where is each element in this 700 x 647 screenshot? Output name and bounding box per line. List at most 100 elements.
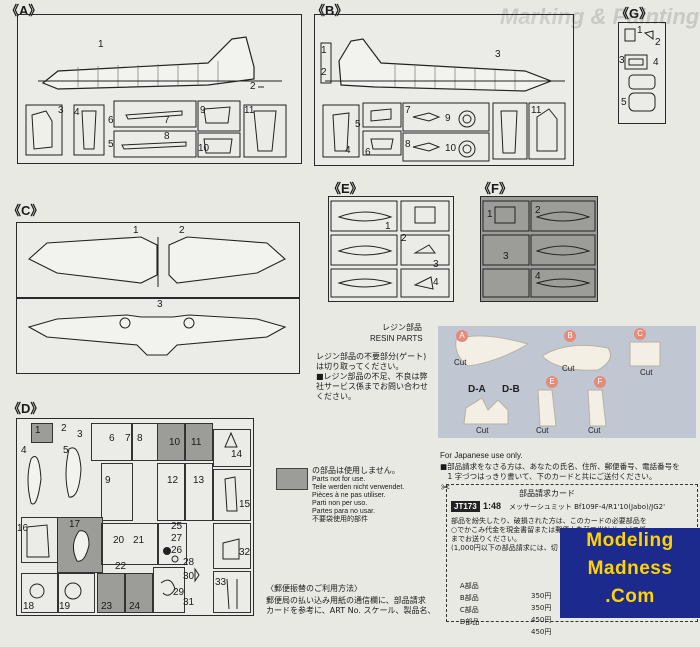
resin-note: レジン部品の不要部分(ゲート) は切り取ってください。 ■レジン部品の不足、不良… xyxy=(316,352,428,401)
part-num-d24: 24 xyxy=(129,601,141,612)
section-label-d: 《D》 xyxy=(8,401,44,416)
part-num-b4: 4 xyxy=(345,145,351,156)
modeling-madness-logo: Modeling Madness .Com xyxy=(560,528,700,618)
logo-line-2: Madness xyxy=(587,558,673,579)
part-num-a4: 4 xyxy=(74,107,80,118)
part-num-d16: 16 xyxy=(17,523,29,534)
unused-swatch xyxy=(276,468,308,490)
part-num-b1: 1 xyxy=(321,45,327,56)
price-value-a: 350円 xyxy=(531,592,552,600)
unused-legend-line-5: Partes para no usar. xyxy=(312,508,376,515)
part-num-d21: 21 xyxy=(133,535,145,546)
part-num-d18: 18 xyxy=(23,601,35,612)
grid-cell-d22 xyxy=(101,523,159,565)
resin-cut-d: Cut xyxy=(476,426,489,435)
part-num-a11: 11 xyxy=(244,105,255,116)
wing-upper-drawing xyxy=(28,236,286,287)
part-num-a2: 2 xyxy=(250,81,256,92)
part-num-f3: 3 xyxy=(503,251,509,262)
card-body: 部品を紛失したり、破損された方は、このカードの必要部品を ○でかこみ代金を現金書… xyxy=(451,517,647,552)
grid-cell-d25 xyxy=(157,523,187,565)
grid-cell-d29 xyxy=(153,567,185,613)
part-num-d22: 22 xyxy=(115,561,127,572)
section-label-g: 《G》 xyxy=(616,6,653,21)
small-parts-drawing xyxy=(26,431,240,610)
part-num-e2: 2 xyxy=(401,233,407,244)
part-num-d4: 4 xyxy=(21,445,27,456)
part-num-d1: 1 xyxy=(35,425,41,436)
part-num-d3: 3 xyxy=(77,429,83,440)
grid-cell-d32 xyxy=(213,523,251,569)
fuselage-left-drawing xyxy=(25,36,287,158)
resin-part-e: E xyxy=(546,376,558,388)
grid-cell-d9 xyxy=(101,463,133,521)
resin-parts-drawing xyxy=(455,335,661,427)
price-part-d: D部品 xyxy=(459,618,480,626)
part-num-b10: 10 xyxy=(445,143,457,154)
resin-cut-e: Cut xyxy=(536,426,549,435)
resin-cut-b: Cut xyxy=(562,364,575,373)
resin-cut-f: Cut xyxy=(588,426,601,435)
resin-part-a: A xyxy=(456,330,468,342)
part-num-a5: 5 xyxy=(108,139,114,150)
part-num-g1: 1 xyxy=(637,25,643,36)
sprue-frame-b: 1 2 3 4 5 6 7 8 9 10 11 xyxy=(314,14,574,166)
part-num-b9: 9 xyxy=(445,113,451,124)
price-row-b: B部品 350円 xyxy=(451,583,563,623)
part-num-d6: 6 xyxy=(109,433,115,444)
unused-legend-line-1: Parts not for use. xyxy=(312,476,366,483)
wing-lower-drawing xyxy=(27,314,287,356)
drop-tank-drawing xyxy=(330,200,450,298)
part-num-d9: 9 xyxy=(105,475,111,486)
resin-title-jp: レジン部品 xyxy=(382,323,422,332)
clear-parts-drawing xyxy=(624,28,656,112)
part-num-g3: 3 xyxy=(619,55,625,66)
part-num-c2: 2 xyxy=(179,225,185,236)
grid-cell-d33 xyxy=(213,571,251,613)
grid-cell-d1 xyxy=(31,423,53,443)
part-num-c3: 3 xyxy=(157,299,163,310)
section-label-c: 《C》 xyxy=(8,203,44,218)
unused-parts-drawing xyxy=(482,200,596,298)
unused-legend-line-4: Parti non per uso. xyxy=(312,500,368,507)
resin-title-en: RESIN PARTS xyxy=(370,334,423,343)
japan-only-note: For Japanese use only. xyxy=(440,451,523,460)
grid-cell-d18 xyxy=(21,573,59,613)
part-num-d2: 2 xyxy=(61,423,67,434)
part-num-d13: 13 xyxy=(193,475,205,486)
part-num-b8: 8 xyxy=(405,139,411,150)
request-intro: ■部品請求をなさる方は、あなたの氏名、住所、郵便番号、電話番号を 1 字づつはっ… xyxy=(440,462,680,481)
resin-label-db: D-B xyxy=(502,384,520,395)
section-label-f: 《F》 xyxy=(478,181,512,196)
part-num-d27: 27 xyxy=(171,533,183,544)
postal-heading: 〈郵便振替のご利用方法〉 xyxy=(266,584,362,593)
price-row-d: D部品 450円 xyxy=(451,607,563,647)
part-num-f2: 2 xyxy=(535,205,541,216)
part-num-c1: 1 xyxy=(133,225,139,236)
part-num-a9: 9 xyxy=(200,105,206,116)
part-num-f1: 1 xyxy=(487,209,493,220)
grid-cell-d23 xyxy=(97,573,125,613)
grid-cell-d13 xyxy=(185,463,213,521)
part-num-g2: 2 xyxy=(655,37,661,48)
part-num-b6: 6 xyxy=(365,147,371,158)
part-num-a7: 7 xyxy=(164,115,170,126)
grid-cell-d10 xyxy=(157,423,185,461)
part-num-d20: 20 xyxy=(113,535,125,546)
grid-cell-d24 xyxy=(125,573,153,613)
sprue-frame-f: 1 2 3 4 xyxy=(480,196,598,302)
grid-cell-d5 xyxy=(91,423,133,461)
part-num-d10: 10 xyxy=(169,437,181,448)
unused-legend-jp: の部品は使用しません。 xyxy=(312,466,400,475)
section-label-e: 《E》 xyxy=(328,181,363,196)
part-num-d23: 23 xyxy=(101,601,113,612)
part-num-b5: 5 xyxy=(355,119,361,130)
part-num-a10: 10 xyxy=(198,143,210,154)
unused-legend-line-3: Pièces à ne pas utiliser. xyxy=(312,492,386,499)
fuselage-right-drawing xyxy=(320,38,566,162)
grid-cell-d19 xyxy=(57,573,95,613)
part-num-e1: 1 xyxy=(385,221,391,232)
part-num-d28: 28 xyxy=(183,557,195,568)
part-num-d14: 14 xyxy=(231,449,243,460)
part-num-e4: 4 xyxy=(433,277,439,288)
